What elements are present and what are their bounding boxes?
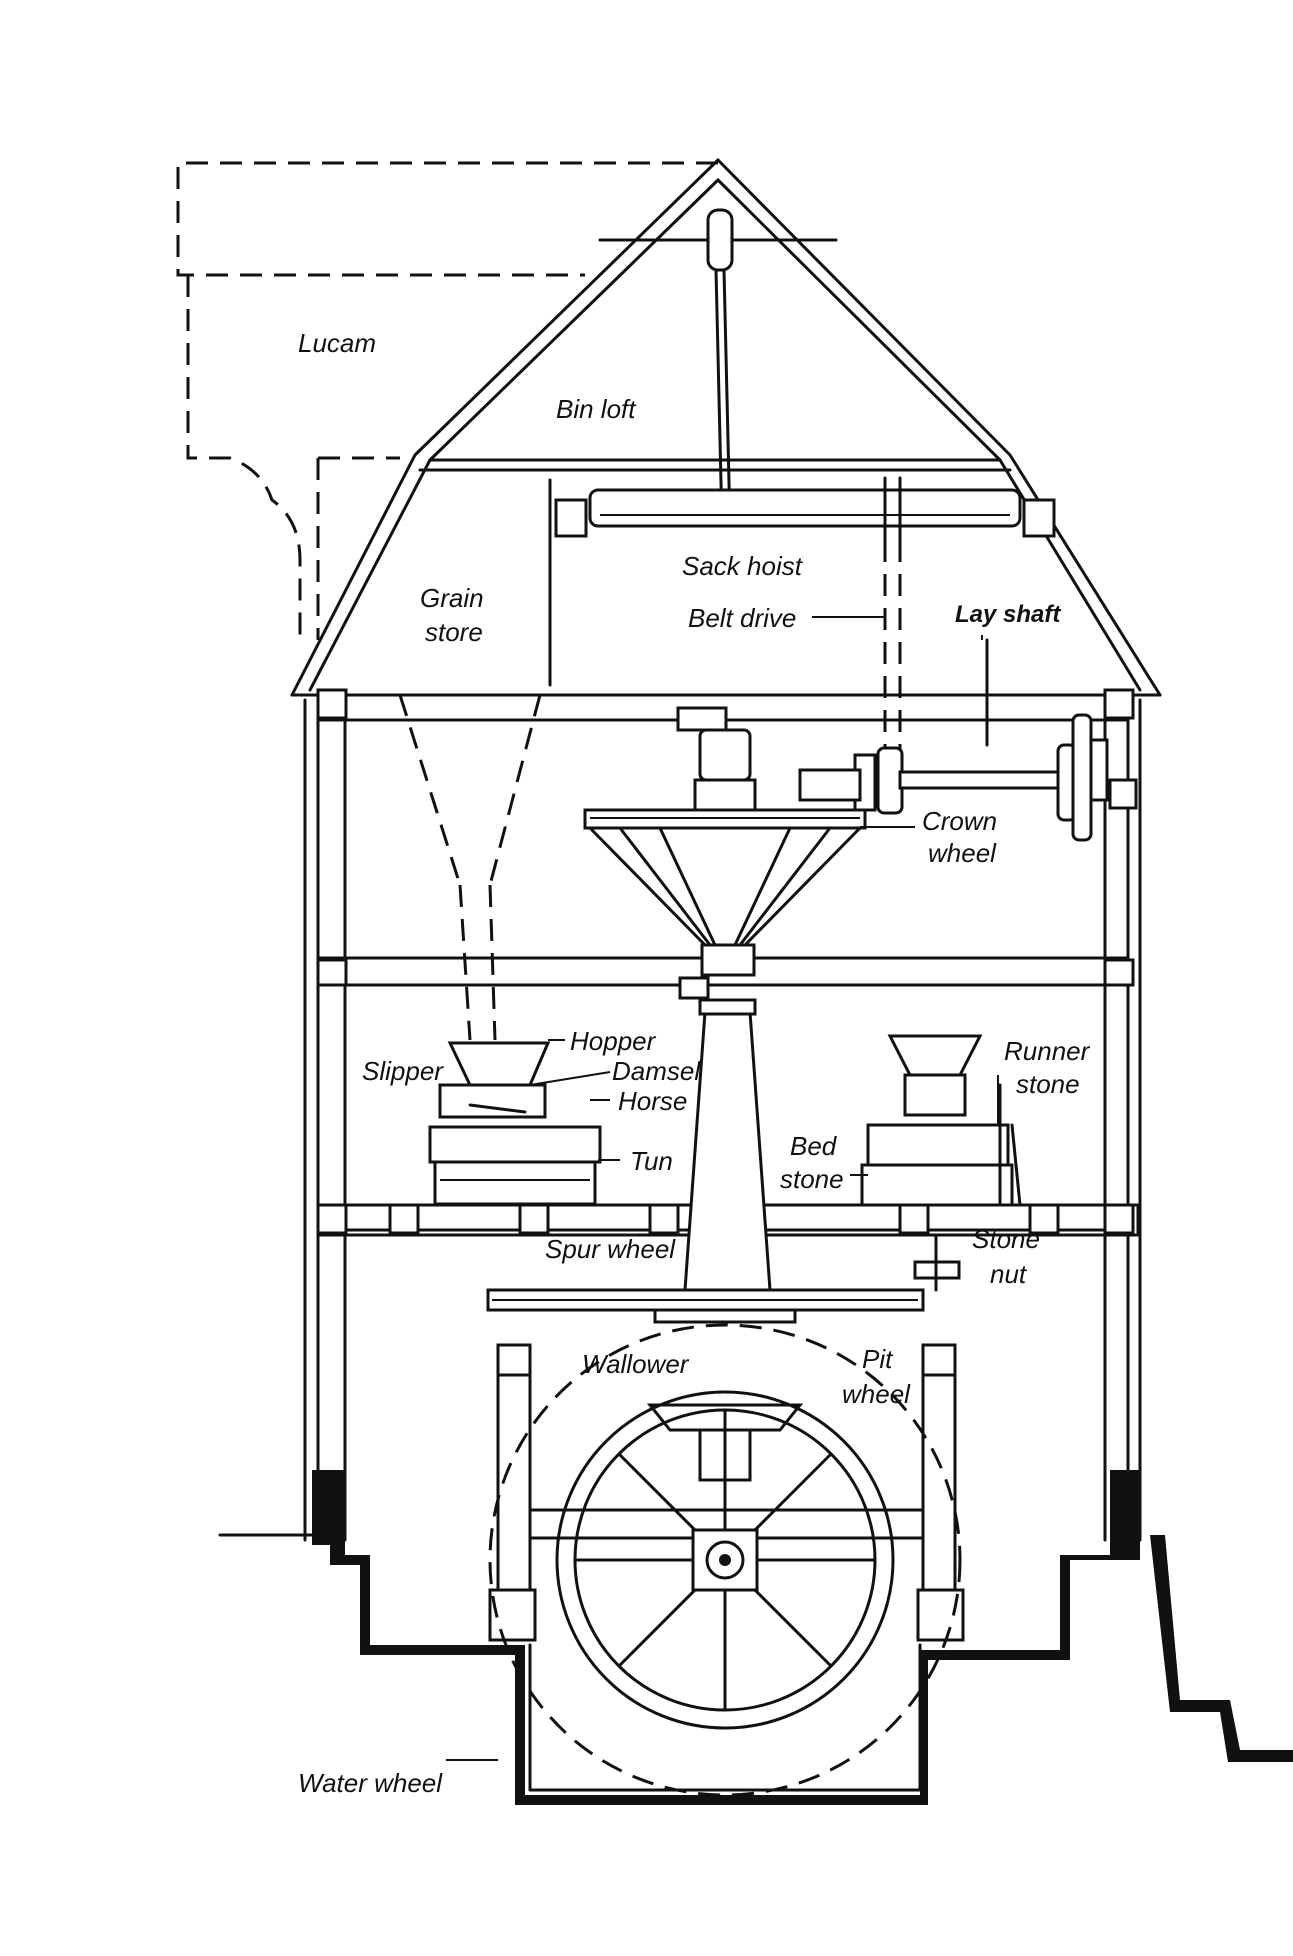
- right-millstones: [860, 1034, 1022, 1207]
- labels: Lucam Bin loft Sack hoist Grain store Be…: [298, 328, 1091, 1798]
- label-stone: Stone: [972, 1224, 1040, 1254]
- label-water-wheel: Water wheel: [298, 1768, 443, 1798]
- label-crown-wheel: wheel: [928, 838, 997, 868]
- label-grain-store: store: [425, 617, 483, 647]
- crown-wheel: [583, 706, 867, 1000]
- label-tun: Tun: [630, 1146, 673, 1176]
- label-lay-shaft: Lay shaft: [955, 601, 1061, 628]
- label-pit-wheel: wheel: [842, 1379, 911, 1409]
- label-stone-nut: nut: [990, 1259, 1028, 1289]
- label-grain: Grain: [420, 583, 484, 613]
- lucam-structure: [176, 161, 718, 640]
- lay-shaft: [798, 638, 1109, 842]
- label-slipper: Slipper: [362, 1056, 444, 1086]
- pit-wheel: [488, 1323, 962, 1797]
- label-damsel: Damsel: [612, 1056, 701, 1086]
- grain-chute: [398, 694, 542, 1041]
- label-sack-hoist: Sack hoist: [682, 551, 804, 581]
- label-runner-stone: stone: [1016, 1069, 1080, 1099]
- label-crown: Crown: [922, 806, 997, 836]
- label-hopper: Hopper: [570, 1026, 657, 1056]
- spur-wheel: [486, 1233, 961, 1324]
- left-millstones: [428, 1041, 602, 1206]
- ground: [218, 1470, 1293, 1805]
- label-bed: Bed: [790, 1131, 838, 1161]
- label-wallower: Wallower: [582, 1349, 690, 1379]
- label-horse: Horse: [618, 1086, 687, 1116]
- mill-walls: [303, 698, 1142, 1542]
- label-lucam: Lucam: [298, 328, 376, 358]
- sack-hoist: [554, 208, 1056, 538]
- belt-drive: [883, 476, 902, 760]
- leader-lines: [446, 616, 999, 1761]
- roof: [290, 158, 1162, 697]
- label-bin-loft: Bin loft: [556, 394, 637, 424]
- label-runner: Runner: [1004, 1036, 1091, 1066]
- label-spur-wheel: Spur wheel: [545, 1234, 676, 1264]
- label-pit: Pit: [862, 1344, 894, 1374]
- label-bed-stone: stone: [780, 1164, 844, 1194]
- main-shaft: [683, 998, 772, 1292]
- label-belt-drive: Belt drive: [688, 603, 796, 633]
